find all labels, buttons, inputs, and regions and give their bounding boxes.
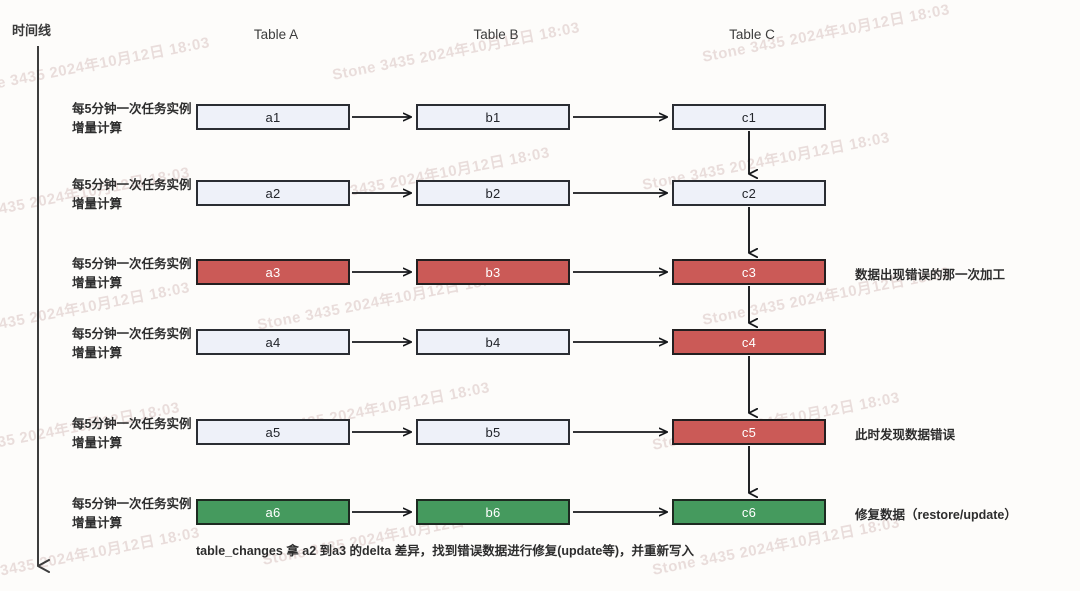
node-b2[interactable]: b2 [416,180,570,206]
node-a1[interactable]: a1 [196,104,350,130]
row-note: 修复数据（restore/update） [855,508,1017,522]
row-note: 此时发现数据错误 [855,428,956,442]
row-label-line-2: 增量计算 [72,436,123,450]
node-a4[interactable]: a4 [196,329,350,355]
node-c5[interactable]: c5 [672,419,826,445]
row-label: 每5分钟一次任务实例增量计算 [72,255,212,293]
node-a6[interactable]: a6 [196,499,350,525]
node-b6[interactable]: b6 [416,499,570,525]
row-label: 每5分钟一次任务实例增量计算 [72,176,212,214]
row-label-line-1: 每5分钟一次任务实例 [72,417,192,431]
node-b4[interactable]: b4 [416,329,570,355]
row-label: 每5分钟一次任务实例增量计算 [72,325,212,363]
column-header-table-b: Table B [473,27,519,42]
row-label: 每5分钟一次任务实例增量计算 [72,100,212,138]
node-c1[interactable]: c1 [672,104,826,130]
row-label-line-1: 每5分钟一次任务实例 [72,257,192,271]
node-a3[interactable]: a3 [196,259,350,285]
row-label-line-2: 增量计算 [72,197,123,211]
row-label-line-2: 增量计算 [72,276,123,290]
node-b5[interactable]: b5 [416,419,570,445]
node-a5[interactable]: a5 [196,419,350,445]
node-c3[interactable]: c3 [672,259,826,285]
node-b1[interactable]: b1 [416,104,570,130]
row-label-line-1: 每5分钟一次任务实例 [72,178,192,192]
column-header-table-c: Table C [729,27,775,42]
row-label-line-2: 增量计算 [72,121,123,135]
row-label-line-2: 增量计算 [72,516,123,530]
row-note: 数据出现错误的那一次加工 [855,268,1006,282]
node-a2[interactable]: a2 [196,180,350,206]
row-label-line-2: 增量计算 [72,346,123,360]
column-header-table-a: Table A [253,27,299,42]
node-b3[interactable]: b3 [416,259,570,285]
row-label-line-1: 每5分钟一次任务实例 [72,102,192,116]
timeline-axis-label: 时间线 [12,23,52,38]
node-c4[interactable]: c4 [672,329,826,355]
diagram-caption: table_changes 拿 a2 到a3 的delta 差异，找到错误数据进… [196,544,694,558]
node-c2[interactable]: c2 [672,180,826,206]
row-label: 每5分钟一次任务实例增量计算 [72,415,212,453]
node-c6[interactable]: c6 [672,499,826,525]
row-label-line-1: 每5分钟一次任务实例 [72,497,192,511]
row-label: 每5分钟一次任务实例增量计算 [72,495,212,533]
row-label-line-1: 每5分钟一次任务实例 [72,327,192,341]
